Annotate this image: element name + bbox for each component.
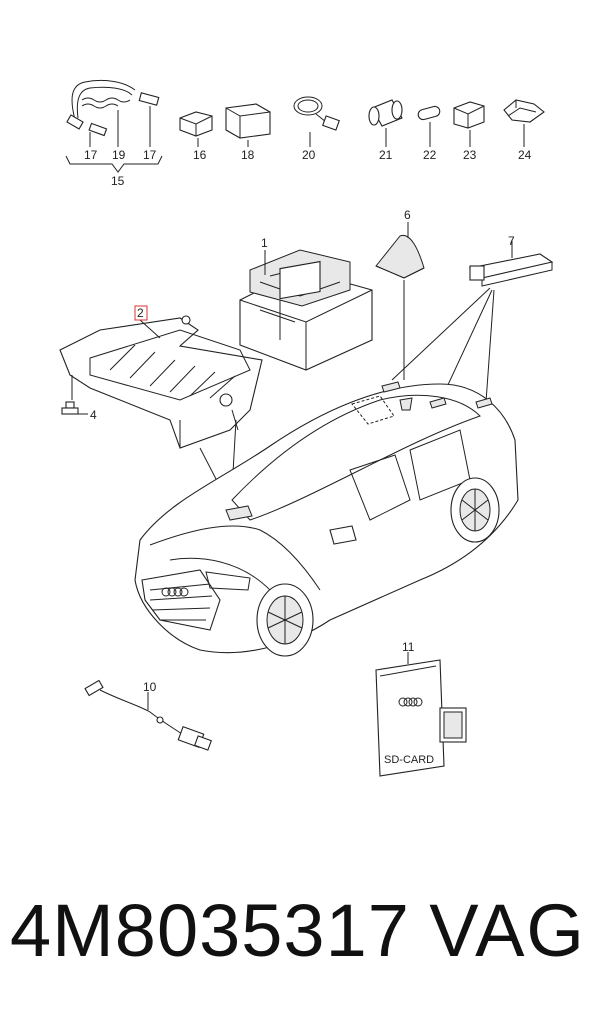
car-illustration <box>134 381 519 657</box>
parts-diagram: 17 19 17 15 16 18 20 21 22 <box>59 79 554 777</box>
callout-19: 19 <box>112 148 126 162</box>
callout-18: 18 <box>241 148 255 162</box>
housing-18-part <box>225 103 271 147</box>
sleeve-21-part <box>368 99 403 147</box>
callout-16: 16 <box>193 148 207 162</box>
callout-10: 10 <box>143 680 157 694</box>
holder-24-part <box>503 99 545 147</box>
roof-antenna-6-part <box>375 222 425 380</box>
callout-6: 6 <box>404 208 411 222</box>
mounting-bracket-2-part <box>59 315 263 449</box>
coiled-cable-part <box>66 79 160 147</box>
callout-4: 4 <box>90 408 97 422</box>
control-unit-1-part <box>239 249 373 371</box>
callout-2: 2 <box>137 306 144 320</box>
cover-23-part <box>453 101 485 147</box>
screw-4-part <box>61 401 88 415</box>
part-number: 4M8035317 <box>10 889 410 972</box>
callout-15: 15 <box>111 174 125 188</box>
callout-17a: 17 <box>84 148 98 162</box>
sd-card-11-part <box>375 652 467 777</box>
callout-20: 20 <box>302 148 316 162</box>
callout-7: 7 <box>508 234 515 248</box>
callout-1: 1 <box>261 236 268 250</box>
plug-22-part <box>417 105 441 147</box>
callout-15-bracket <box>65 155 163 173</box>
connector-16-part <box>179 111 213 147</box>
manufacturer: VAG <box>429 889 586 972</box>
callout-24: 24 <box>518 148 532 162</box>
cable-10-part <box>84 679 212 751</box>
callout-17b: 17 <box>143 148 157 162</box>
callout-11: 11 <box>402 640 415 654</box>
callout-2-highlight <box>134 305 148 321</box>
callout-22: 22 <box>423 148 437 162</box>
callout-21: 21 <box>379 148 393 162</box>
callout-23: 23 <box>463 148 477 162</box>
sd-card-label: SD-CARD <box>384 754 434 766</box>
microphone-unit-7-part <box>391 240 554 403</box>
antenna-ring-20-part <box>293 96 340 147</box>
